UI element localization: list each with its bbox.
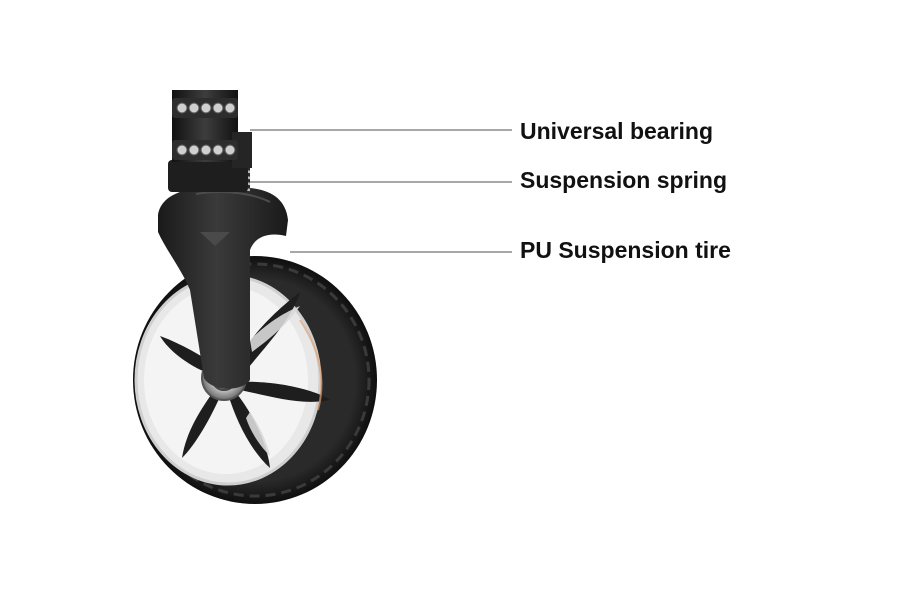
universal-bearing [168,90,252,192]
fork [158,188,288,389]
label-universal-bearing: Universal bearing [520,118,714,144]
leader-lines [250,129,512,253]
label-suspension-spring: Suspension spring [520,167,728,193]
label-pu-suspension-tire: PU Suspension tire [520,237,731,263]
wheel [133,256,377,504]
